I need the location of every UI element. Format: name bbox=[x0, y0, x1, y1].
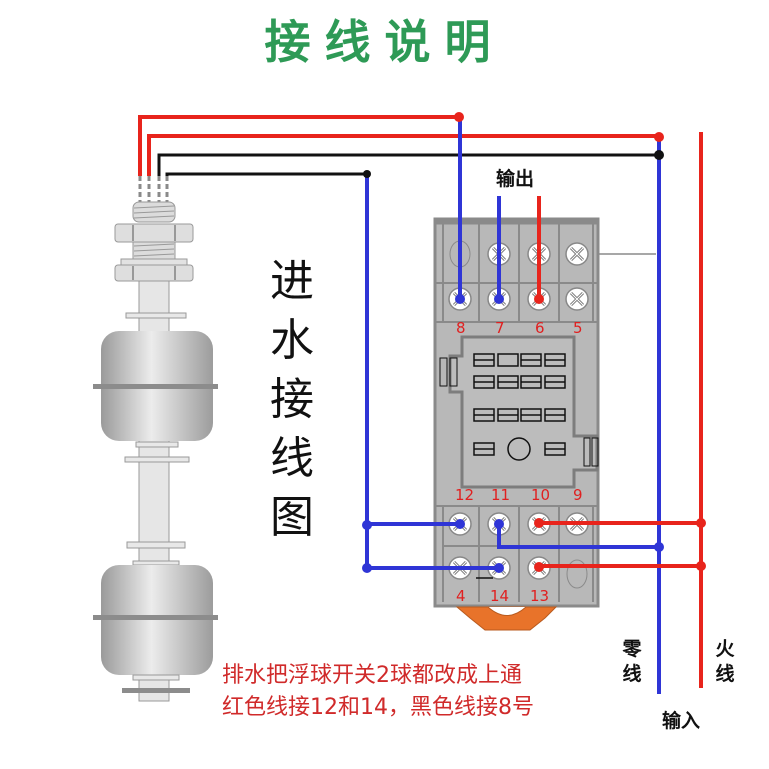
junction-dot bbox=[454, 112, 464, 122]
black-wire-float-1 bbox=[157, 153, 659, 176]
page-title: 接线说明 bbox=[264, 15, 505, 69]
junction-dot bbox=[534, 518, 544, 528]
junction-dot bbox=[534, 294, 544, 304]
terminal-label-14: 14 bbox=[490, 587, 509, 605]
note-line-2: 红色线接12和14，黑色线接8号 bbox=[222, 695, 534, 720]
blue-wire-11-to-neutral bbox=[497, 524, 659, 549]
junction-dot bbox=[654, 132, 664, 142]
wires bbox=[138, 115, 703, 694]
live-label: 火 线 bbox=[713, 637, 737, 687]
junction-dot bbox=[696, 518, 706, 528]
hex-nut-upper bbox=[114, 223, 194, 243]
live-label-char: 线 bbox=[715, 663, 735, 685]
relay-socket: 8 7 6 5 12 11 10 9 bbox=[433, 217, 656, 631]
junction-dot bbox=[654, 542, 664, 552]
junction-dot bbox=[494, 563, 504, 573]
junction-dot bbox=[494, 294, 504, 304]
output-label: 输出 bbox=[496, 168, 535, 190]
live-label-char: 火 bbox=[715, 638, 735, 660]
junction-dot bbox=[494, 519, 504, 529]
terminal-label-13: 13 bbox=[530, 587, 549, 605]
vertical-title: 进 水 接 线 图 bbox=[262, 252, 322, 547]
terminal-5-screw bbox=[564, 286, 590, 312]
terminal-label-4: 4 bbox=[456, 587, 466, 605]
junction-dot bbox=[362, 563, 372, 573]
terminal-label-8: 8 bbox=[456, 319, 466, 337]
float-bottom-ring bbox=[122, 688, 190, 693]
vertical-title-char: 水 bbox=[270, 315, 314, 366]
terminal-label-10: 10 bbox=[531, 486, 550, 504]
junction-dot bbox=[455, 294, 465, 304]
neutral-label: 零 线 bbox=[620, 637, 644, 687]
vertical-title-char: 图 bbox=[270, 492, 314, 543]
junction-dot bbox=[654, 150, 664, 160]
neutral-label-char: 零 bbox=[622, 638, 642, 660]
terminal-label-6: 6 bbox=[535, 319, 545, 337]
terminal-label-11: 11 bbox=[491, 486, 510, 504]
screw-icon bbox=[564, 241, 590, 267]
junction-dot bbox=[455, 519, 465, 529]
vertical-title-char: 线 bbox=[270, 433, 314, 484]
neutral-label-char: 线 bbox=[622, 663, 642, 685]
vertical-title-char: 接 bbox=[270, 374, 314, 425]
float-switch-leads bbox=[138, 176, 169, 203]
note-line-1: 排水把浮球开关2球都改成上通 bbox=[222, 663, 522, 688]
relay-center-hole bbox=[507, 437, 531, 461]
junction-dots bbox=[362, 112, 706, 573]
empty-terminal-slot bbox=[566, 559, 588, 589]
float-switch bbox=[93, 176, 218, 702]
junction-dot bbox=[362, 520, 372, 530]
red-wire-float-1 bbox=[138, 115, 459, 176]
terminal-label-12: 12 bbox=[455, 486, 474, 504]
junction-dot bbox=[534, 562, 544, 572]
wiring-note: 排水把浮球开关2球都改成上通 红色线接12和14，黑色线接8号 bbox=[222, 660, 534, 724]
junction-dot bbox=[696, 561, 706, 571]
terminal-label-7: 7 bbox=[495, 319, 505, 337]
vertical-title-char: 进 bbox=[270, 256, 314, 307]
input-label: 输入 bbox=[662, 710, 701, 732]
red-wire-float-2 bbox=[147, 134, 659, 176]
hex-nut-lower bbox=[114, 264, 194, 282]
black-wire-float-2 bbox=[165, 172, 367, 176]
junction-dot bbox=[363, 170, 371, 178]
terminal-label-9: 9 bbox=[573, 486, 583, 504]
terminal-label-5: 5 bbox=[573, 319, 583, 337]
socket-latch bbox=[455, 606, 558, 631]
